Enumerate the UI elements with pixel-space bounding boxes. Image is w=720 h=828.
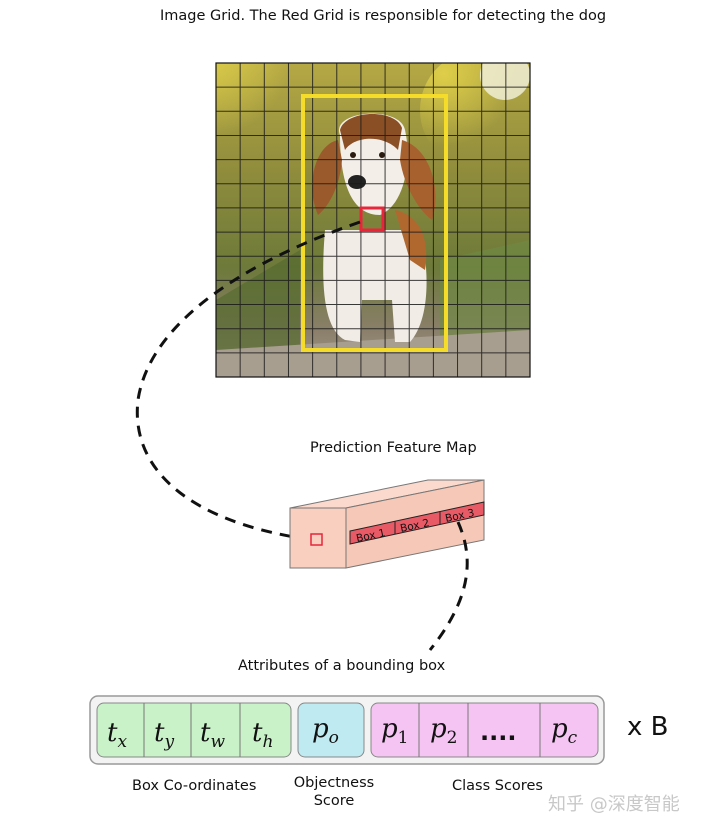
attributes-label: Attributes of a bounding box [238,658,446,674]
dog-bounding-box [301,94,448,352]
image-border [215,62,531,378]
feature-map-cuboid: Box 1 Box 2 Box 3 [289,479,485,569]
objectness-group [297,702,365,758]
box-coordinates-group [96,702,292,758]
connector-box-to-attributes [428,521,469,651]
class-pc: pc [551,714,578,748]
objectness-label-line2: Score [313,793,355,809]
feature-cell [310,533,323,546]
coord-ty: ty [154,718,174,752]
anchor-box-strip [349,501,485,545]
coord-tw: tw [200,718,225,752]
class-p1: p1 [381,714,408,748]
dog-illustration [312,113,436,342]
connector-cell-to-feature [135,220,361,540]
responsible-grid-cell [359,206,385,232]
class-scores-group [370,702,599,758]
coord-th: th [252,718,273,752]
class-ellipsis: .... [480,718,516,746]
coord-tx: tx [107,718,127,752]
objectness-label: Objectness Score [292,774,376,810]
box-coordinates-label: Box Co-ordinates [132,778,257,794]
class-p2: p2 [430,714,457,748]
watermark: 知乎 @深度智能 [548,794,680,815]
dog-photo [216,63,530,377]
figure-title: Image Grid. The Red Grid is responsible … [160,8,607,24]
feature-map-label: Prediction Feature Map [310,440,477,456]
objectness-po: po [312,714,339,748]
objectness-label-line1: Objectness [293,775,375,791]
multiplier-label: x B [627,712,669,742]
class-scores-label: Class Scores [452,778,543,794]
